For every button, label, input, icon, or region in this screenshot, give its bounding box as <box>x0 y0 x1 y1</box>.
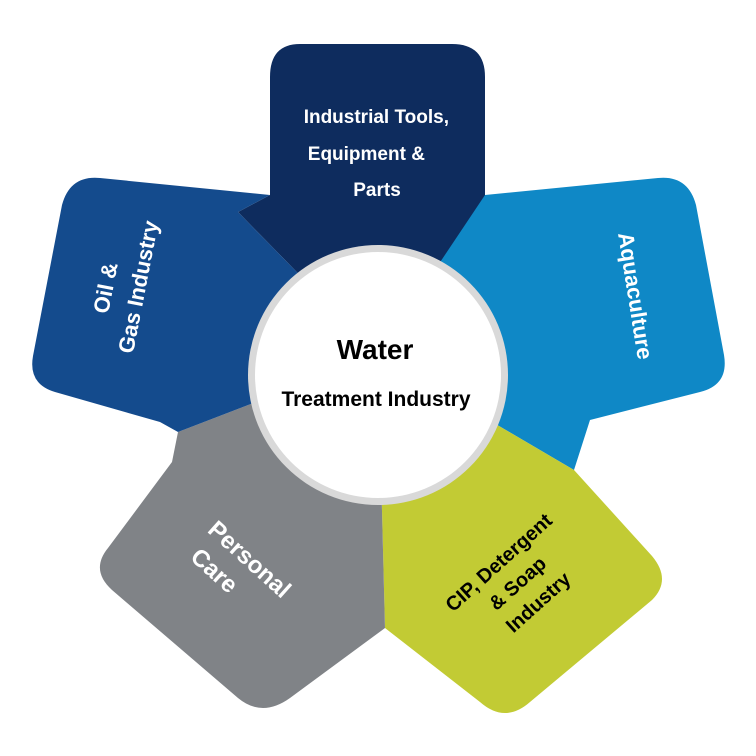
segment-industrial-tools-line-3: Parts <box>353 180 401 201</box>
segment-industrial-tools-label: Industrial Tools, Equipment & Parts <box>304 107 455 201</box>
center-circle <box>255 252 501 498</box>
segment-industrial-tools-line-2: Equipment & <box>308 144 425 165</box>
center-title: Water <box>337 334 414 365</box>
center-subtitle: Treatment Industry <box>281 388 470 411</box>
center-hub: Water Treatment Industry <box>248 245 508 505</box>
segment-industrial-tools-line-1: Industrial Tools, <box>304 107 449 128</box>
